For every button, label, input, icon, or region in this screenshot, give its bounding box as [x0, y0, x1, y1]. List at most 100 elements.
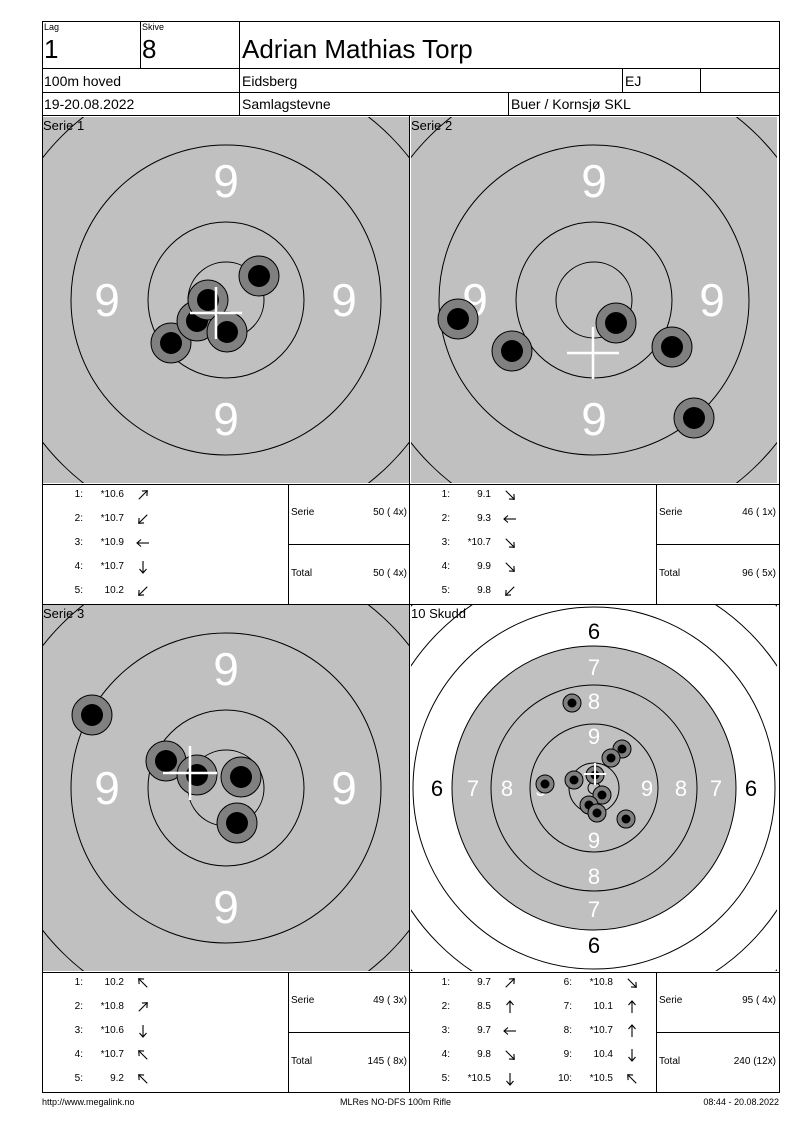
- shot-row: 4: 9.8: [410, 1048, 530, 1062]
- shot-value: *10.7: [100, 561, 124, 572]
- shot-number: 3:: [441, 1025, 450, 1036]
- shot-number: 2:: [74, 513, 83, 524]
- shot-value: 10.2: [104, 977, 124, 988]
- total-value: 50 ( 4x): [373, 568, 407, 579]
- direction-arrow-icon: [135, 560, 151, 574]
- ring-label-8: 8: [588, 864, 600, 889]
- ring-label: 9: [581, 393, 607, 445]
- direction-arrow-icon: [135, 1000, 151, 1014]
- shot-row: 3:9.7: [410, 1024, 530, 1038]
- direction-arrow-icon: [135, 512, 151, 526]
- event-date: 19-20.08.2022: [44, 96, 135, 112]
- shot-value: *10.7: [100, 513, 124, 524]
- shot-number: 5:: [74, 1073, 83, 1084]
- club-name: Buer / Kornsjø SKL: [511, 96, 631, 112]
- target-serie-1: 9 9 9 9 Serie 1: [43, 117, 409, 483]
- direction-arrow-icon: [135, 488, 151, 502]
- ring-label-9: 9: [588, 724, 600, 749]
- shot-value: *10.8: [589, 977, 613, 988]
- ring-label-6: 6: [588, 933, 600, 958]
- ring-label-9: 9: [641, 776, 653, 801]
- target-serie-3: 9 9 9 9 Serie 3: [43, 605, 409, 971]
- shot-row: 9: 10.4: [532, 1048, 652, 1062]
- ring-label: 9: [94, 762, 120, 814]
- shot-number: 4:: [441, 1049, 450, 1060]
- shot-number: 5:: [441, 1073, 450, 1084]
- shot-row: 1:*10.6: [43, 488, 163, 502]
- shot-row: 2: 8.5: [410, 1000, 530, 1014]
- place-name: Eidsberg: [242, 73, 298, 89]
- shot-value: *10.5: [467, 1073, 491, 1084]
- shot-number: 5:: [441, 585, 450, 596]
- shot-number: 3:: [74, 1025, 83, 1036]
- total-label: Total: [659, 1056, 681, 1067]
- ring-label-6: 6: [588, 619, 600, 644]
- ring-label: 9: [213, 393, 239, 445]
- target-title: Serie 1: [43, 118, 85, 133]
- shot-row: 2: *10.7: [43, 512, 163, 526]
- shot-row: 1:9.7: [410, 976, 530, 990]
- shot-row: 8:*10.7: [532, 1024, 652, 1038]
- shot-value: *10.6: [100, 1025, 124, 1036]
- event-name: Samlagstevne: [242, 96, 331, 112]
- shot-number: 10:: [558, 1073, 572, 1084]
- direction-arrow-icon: [502, 512, 518, 526]
- direction-arrow-icon: [502, 1048, 518, 1062]
- shot-value: 8.5: [477, 1001, 491, 1012]
- shot-value: 9.8: [477, 1049, 491, 1060]
- direction-arrow-icon: [135, 1048, 151, 1062]
- shot-number: 7:: [563, 1001, 572, 1012]
- shot-row: 5:9.2: [43, 1072, 163, 1086]
- ring-label: 9: [94, 274, 120, 326]
- target-title: Serie 2: [411, 118, 453, 133]
- direction-arrow-icon: [502, 536, 518, 550]
- shot-value: 9.7: [477, 977, 491, 988]
- shot-value: *10.5: [589, 1073, 613, 1084]
- shot-number: 1:: [74, 489, 83, 500]
- shot-row: 1: 10.2: [43, 976, 163, 990]
- total-label: Total: [659, 568, 681, 579]
- ring-label-7: 7: [710, 776, 722, 801]
- class-name: EJ: [625, 73, 642, 89]
- shot-value: 10.2: [104, 585, 124, 596]
- ring-label-7: 7: [467, 776, 479, 801]
- shot-number: 5:: [74, 585, 83, 596]
- skive-value: 8: [142, 34, 157, 64]
- shot-number: 1:: [74, 977, 83, 988]
- footer-program: MLRes NO-DFS 100m Rifle: [340, 1097, 452, 1107]
- shot-row: 4:*10.7: [43, 560, 163, 574]
- direction-arrow-icon: [502, 1024, 518, 1038]
- shot-row: 5:9.8: [410, 584, 530, 598]
- shot-row: 3:*10.9: [43, 536, 163, 550]
- direction-arrow-icon: [624, 1024, 640, 1038]
- shot-number: 6:: [563, 977, 572, 988]
- lag-label: Lag: [44, 22, 60, 32]
- total-label: Total: [291, 568, 313, 579]
- total-value: 96 ( 5x): [742, 568, 776, 579]
- ring-label: 9: [331, 762, 357, 814]
- footer-url[interactable]: http://www.megalink.no: [42, 1097, 135, 1107]
- shot-number: 1:: [441, 489, 450, 500]
- direction-arrow-icon: [135, 1024, 151, 1038]
- direction-arrow-icon: [624, 976, 640, 990]
- shot-row: 7:10.1: [532, 1000, 652, 1014]
- total-label: Total: [291, 1056, 313, 1067]
- ring-label-7: 7: [588, 655, 600, 680]
- direction-arrow-icon: [624, 1000, 640, 1014]
- ring-label: 9: [331, 274, 357, 326]
- lag-value: 1: [44, 34, 59, 64]
- shot-number: 4:: [74, 1049, 83, 1060]
- ring-label: 9: [581, 155, 607, 207]
- shot-value: 9.9: [477, 561, 491, 572]
- shot-row: 2:*10.8: [43, 1000, 163, 1014]
- shot-number: 2:: [441, 1001, 450, 1012]
- target-title: 10 Skudd: [411, 606, 466, 621]
- shot-number: 9:: [563, 1049, 572, 1060]
- serie-label: Serie: [291, 995, 315, 1006]
- shot-row: 4:*10.7: [43, 1048, 163, 1062]
- ring-label-8: 8: [675, 776, 687, 801]
- shot-value: 10.4: [593, 1049, 613, 1060]
- shot-number: 2:: [441, 513, 450, 524]
- shot-row: 4:9.9: [410, 560, 530, 574]
